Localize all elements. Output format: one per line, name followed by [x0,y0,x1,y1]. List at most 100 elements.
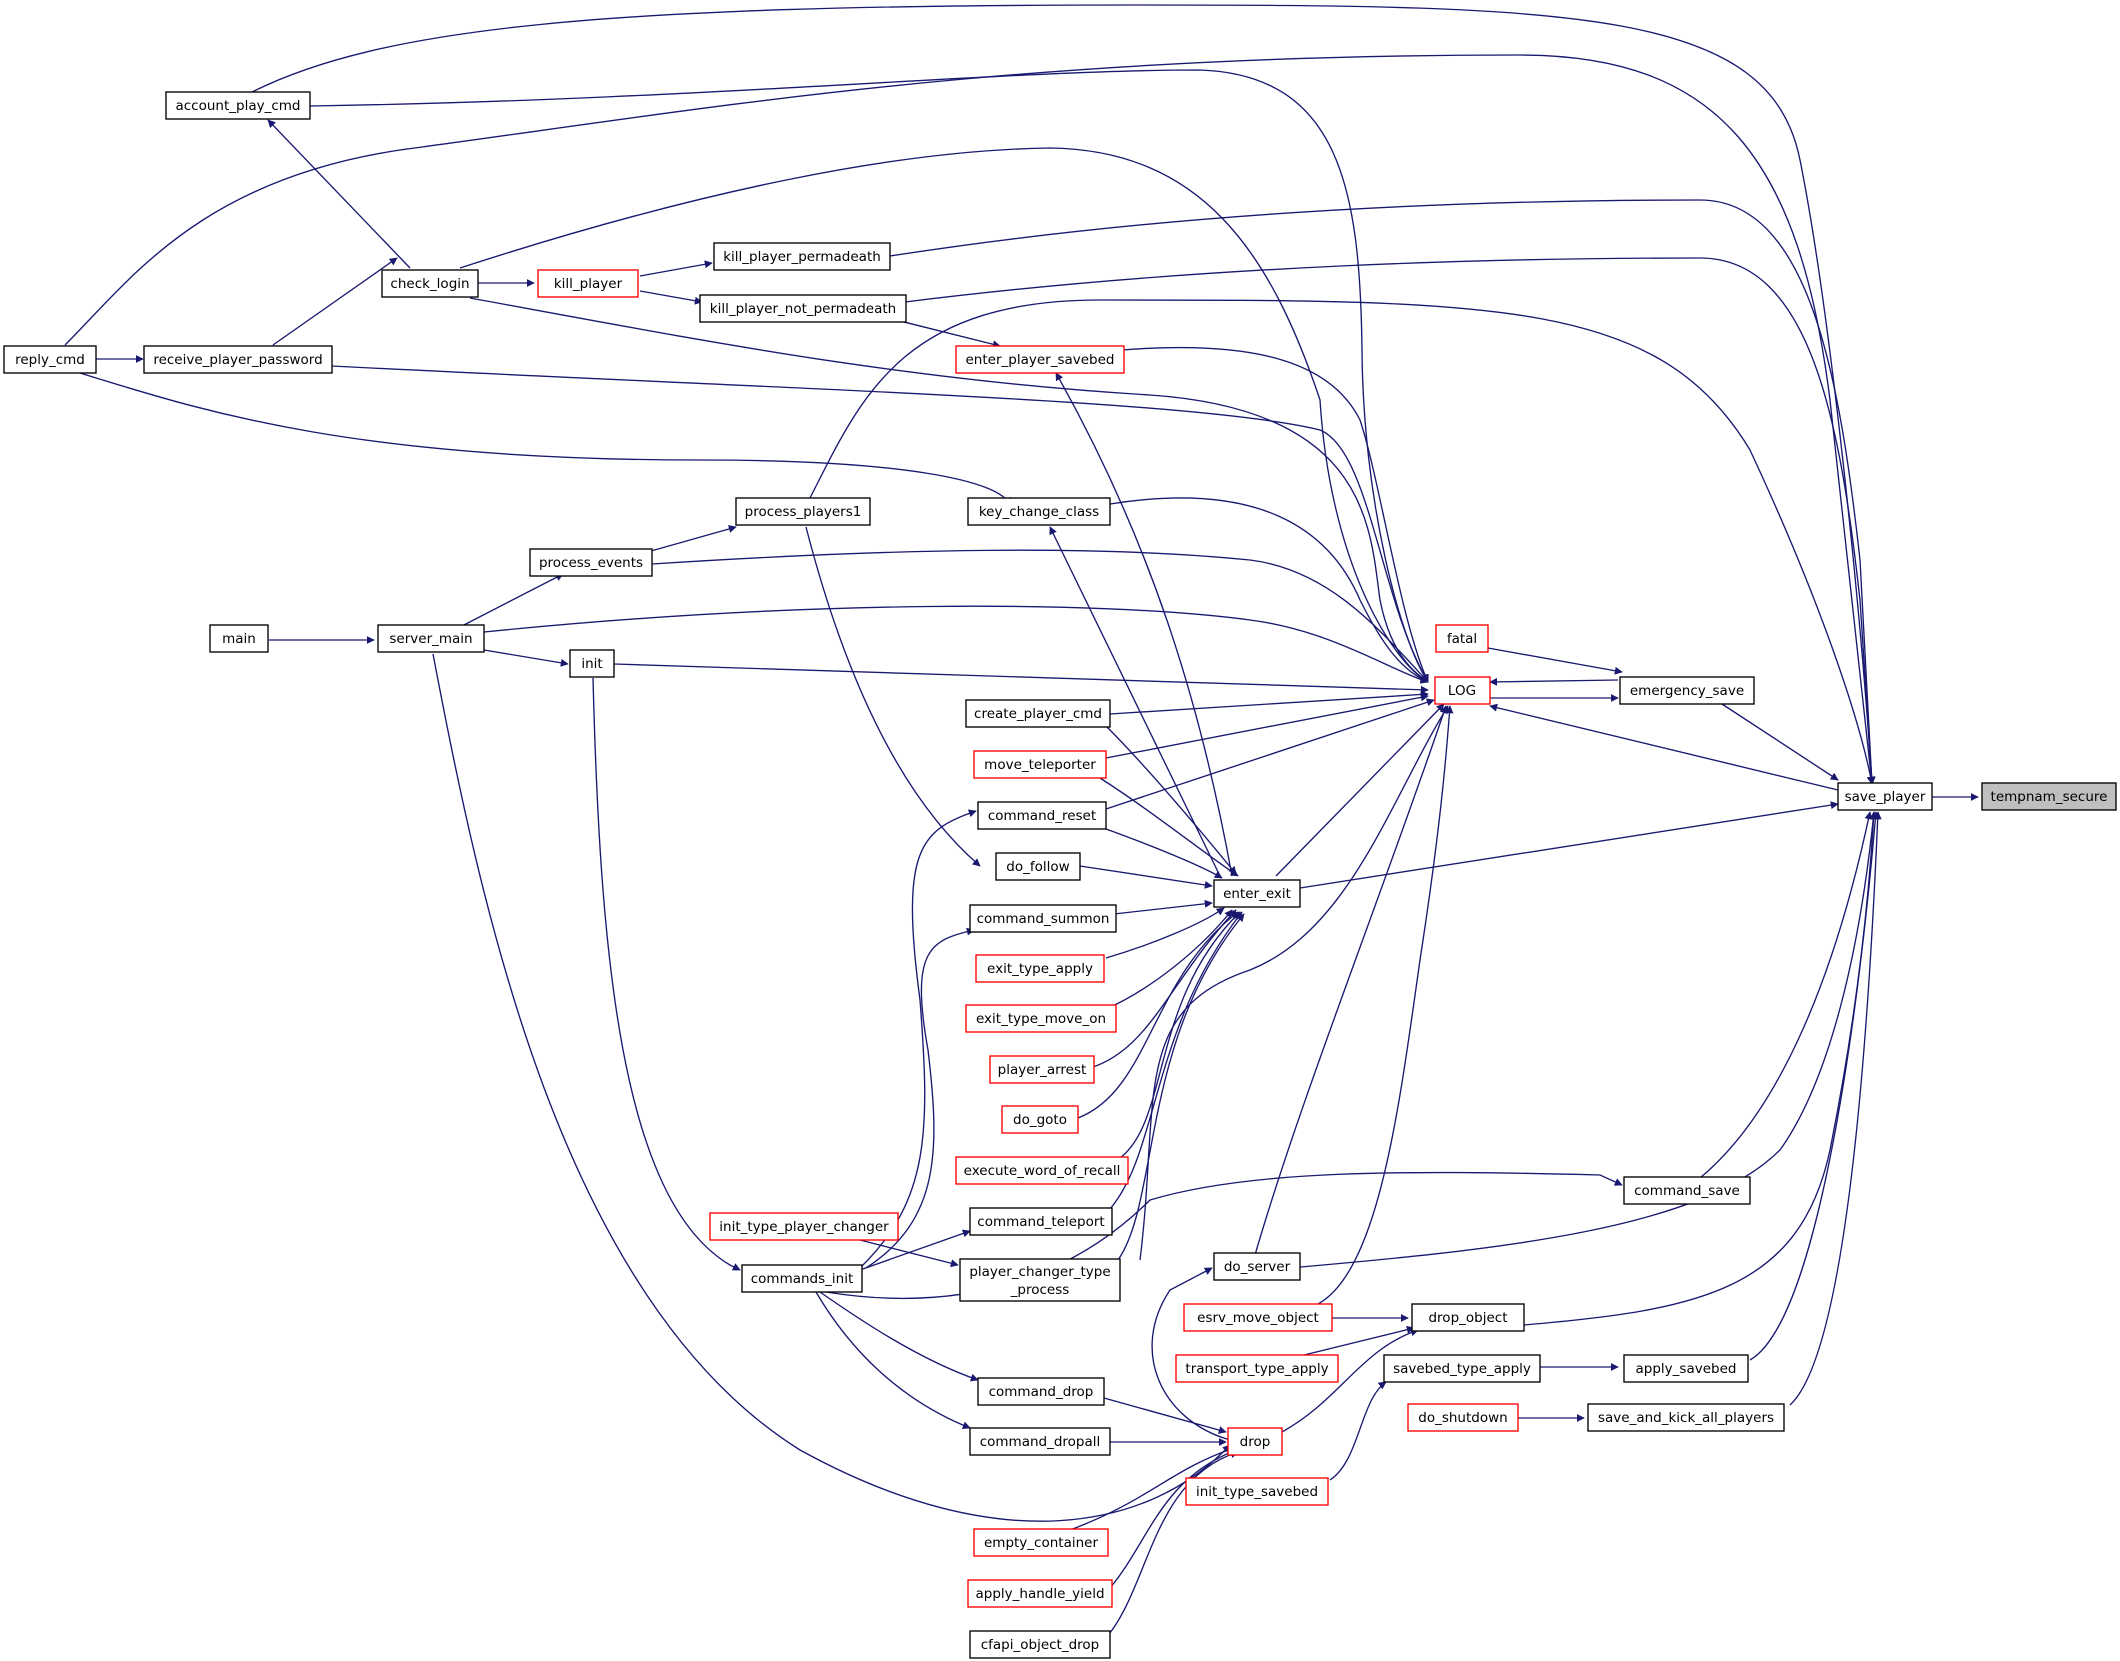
node-command-summon[interactable]: command_summon [969,904,1117,933]
edge [865,927,975,1269]
node-kill-player-not-permadeath[interactable]: kill_player_not_permadeath [699,294,907,323]
node-receive-player-password[interactable]: receive_player_password [143,345,333,374]
node-label: save_player [1845,789,1926,805]
edge [805,526,981,867]
node-esrv-move-object[interactable]: esrv_move_object [1183,1303,1333,1332]
edge [889,199,1876,785]
node-label: exit_type_apply [987,961,1093,977]
node-kill-player-permadeath[interactable]: kill_player_permadeath [713,242,891,271]
node-command-reset[interactable]: command_reset [977,801,1107,830]
node-do-follow[interactable]: do_follow [995,852,1081,881]
edge [1109,690,1429,715]
node-label: savebed_type_apply [1393,1361,1531,1377]
node-do-goto[interactable]: do_goto [1001,1105,1079,1134]
node-save-and-kick-all-players[interactable]: save_and_kick_all_players [1587,1403,1785,1432]
node-label: command_drop [989,1384,1094,1400]
edge [639,290,703,305]
node-kill-player[interactable]: kill_player [537,269,639,298]
node-label-line2: _process [1010,1282,1070,1298]
node-check-login[interactable]: check_login [381,269,479,298]
node-save-player[interactable]: save_player [1837,782,1933,811]
node-cfapi-object-drop[interactable]: cfapi_object_drop [969,1630,1111,1659]
edge [251,4,1876,785]
node-transport-type-apply[interactable]: transport_type_apply [1175,1354,1339,1383]
edge [331,365,1429,683]
edge [1069,1446,1235,1531]
node-command-drop[interactable]: command_drop [977,1377,1105,1406]
node-create-player-cmd[interactable]: create_player_cmd [965,699,1111,728]
edge [309,69,1429,683]
node-exit-type-move-on[interactable]: exit_type_move_on [965,1004,1117,1033]
node-command-dropall[interactable]: command_dropall [969,1427,1111,1456]
node-label: command_dropall [980,1434,1101,1450]
node-init[interactable]: init [569,649,615,678]
node-emergency-save[interactable]: emergency_save [1619,676,1755,705]
edge [1117,913,1245,1261]
node-fatal[interactable]: fatal [1435,624,1489,653]
node-label: do_follow [1006,859,1069,875]
edge [1099,777,1239,877]
edge [1105,828,1223,879]
edge [483,605,1429,684]
node-drop[interactable]: drop [1227,1427,1283,1456]
node-label: init_type_player_changer [719,1219,889,1235]
node-do-server[interactable]: do_server [1213,1252,1301,1281]
node-apply-savebed[interactable]: apply_savebed [1623,1354,1749,1383]
edge [1103,909,1233,1011]
edge [469,297,1429,683]
edge [1109,1448,1237,1589]
node-savebed-type-apply[interactable]: savebed_type_apply [1383,1354,1541,1383]
node-enter-exit[interactable]: enter_exit [1213,879,1301,908]
edge [1109,497,1429,683]
node-execute-word-of-recall[interactable]: execute_word_of_recall [955,1156,1129,1185]
node-tempnam-secure[interactable]: tempnam_secure [1981,782,2117,811]
node-process-events[interactable]: process_events [529,548,653,577]
node-label: do_shutdown [1418,1410,1507,1426]
node-command-teleport[interactable]: command_teleport [969,1207,1113,1236]
node-process-players1[interactable]: process_players1 [735,497,871,526]
node-account-play-cmd[interactable]: account_play_cmd [165,91,311,120]
node-label: drop [1240,1434,1271,1450]
edge [1699,811,1873,1179]
node-label: reply_cmd [15,352,85,368]
edge [1139,705,1449,1261]
node-label: tempnam_secure [1991,789,2108,805]
node-exit-type-apply[interactable]: exit_type_apply [975,954,1105,983]
node-drop-object[interactable]: drop_object [1411,1303,1525,1332]
node-label: process_events [539,555,643,571]
node-reply-cmd[interactable]: reply_cmd [3,345,97,374]
node-init-type-player-changer[interactable]: init_type_player_changer [709,1212,899,1241]
edge [267,119,411,269]
edge [1299,801,1839,889]
node-init-type-savebed[interactable]: init_type_savebed [1185,1477,1329,1506]
node-label: commands_init [751,1271,854,1287]
node-apply-handle-yield[interactable]: apply_handle_yield [967,1579,1113,1608]
node-label: kill_player_permadeath [723,249,881,265]
node-empty-container[interactable]: empty_container [973,1528,1109,1557]
node-main[interactable]: main [209,624,269,653]
node-commands-init[interactable]: commands_init [741,1264,863,1293]
node-player-arrest[interactable]: player_arrest [989,1055,1095,1084]
edge [859,809,977,1269]
edge [1281,1328,1419,1433]
edge [1105,693,1429,759]
node-label: kill_player_not_permadeath [710,301,896,317]
edge [1089,909,1237,1069]
node-move-teleporter[interactable]: move_teleporter [973,750,1107,779]
node-label: transport_type_apply [1185,1361,1328,1377]
node-enter-player-savebed[interactable]: enter_player_savebed [955,345,1125,374]
node-label: process_players1 [745,504,862,520]
node-label: init_type_savebed [1196,1484,1318,1500]
node-label: key_change_class [979,504,1099,520]
node-server-main[interactable]: server_main [377,624,485,653]
node-player-changer-type-process[interactable]: player_changer_type_process [959,1258,1121,1302]
node-do-shutdown[interactable]: do_shutdown [1407,1403,1519,1432]
edge [1265,811,1878,1271]
edge [639,260,713,277]
node-command-save[interactable]: command_save [1623,1176,1751,1205]
node-label: move_teleporter [984,757,1096,773]
node-key-change-class[interactable]: key_change_class [967,497,1111,526]
edge [1121,346,1429,683]
node-log[interactable]: LOG [1434,676,1491,705]
